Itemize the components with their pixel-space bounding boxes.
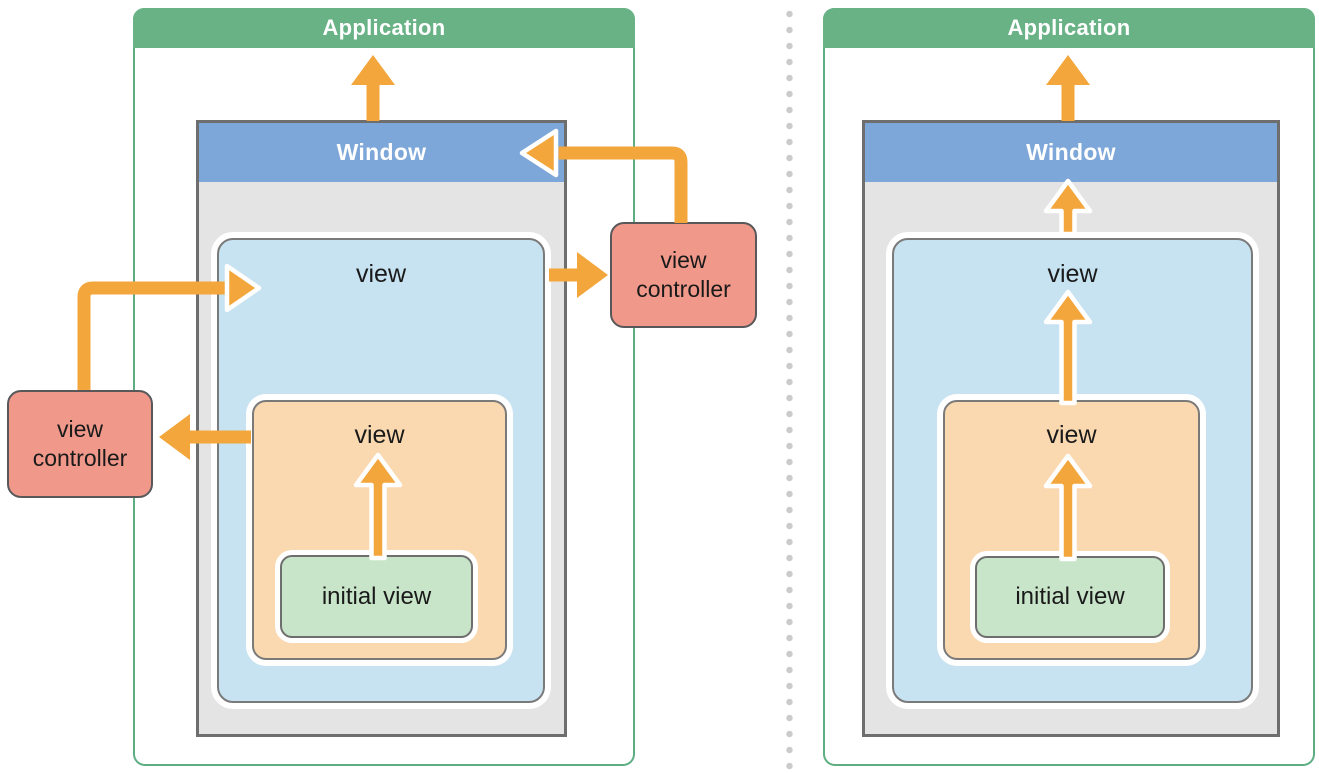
left-view-controller: view controller bbox=[7, 390, 153, 498]
left-view-controller-label: view controller bbox=[32, 415, 128, 471]
left-application-bar: Application bbox=[133, 8, 635, 48]
right-root-view-label: view bbox=[1047, 260, 1098, 288]
right-application-label: Application bbox=[1007, 15, 1131, 40]
left-initial-view-label: initial view bbox=[321, 582, 432, 610]
right-window-header: Window bbox=[865, 123, 1277, 182]
left-root-view-label: view bbox=[355, 260, 406, 288]
right-initial-view-label: initial view bbox=[1015, 583, 1125, 610]
left-initial-view: initial view bbox=[280, 555, 473, 638]
right-application-bar: Application bbox=[823, 8, 1315, 48]
left-window-header: Window bbox=[199, 123, 564, 182]
left-application-label: Application bbox=[322, 15, 446, 40]
right-initial-view: initial view bbox=[975, 556, 1165, 638]
left-window-label: Window bbox=[336, 139, 427, 165]
right-subview-label: view bbox=[1046, 421, 1097, 449]
right-window-label: Window bbox=[1026, 139, 1116, 165]
right-view-controller-label: view controller bbox=[636, 246, 731, 302]
panel-divider-dots bbox=[786, 6, 793, 770]
left-subview-label: view bbox=[354, 421, 405, 449]
right-view-controller: view controller bbox=[610, 222, 757, 328]
